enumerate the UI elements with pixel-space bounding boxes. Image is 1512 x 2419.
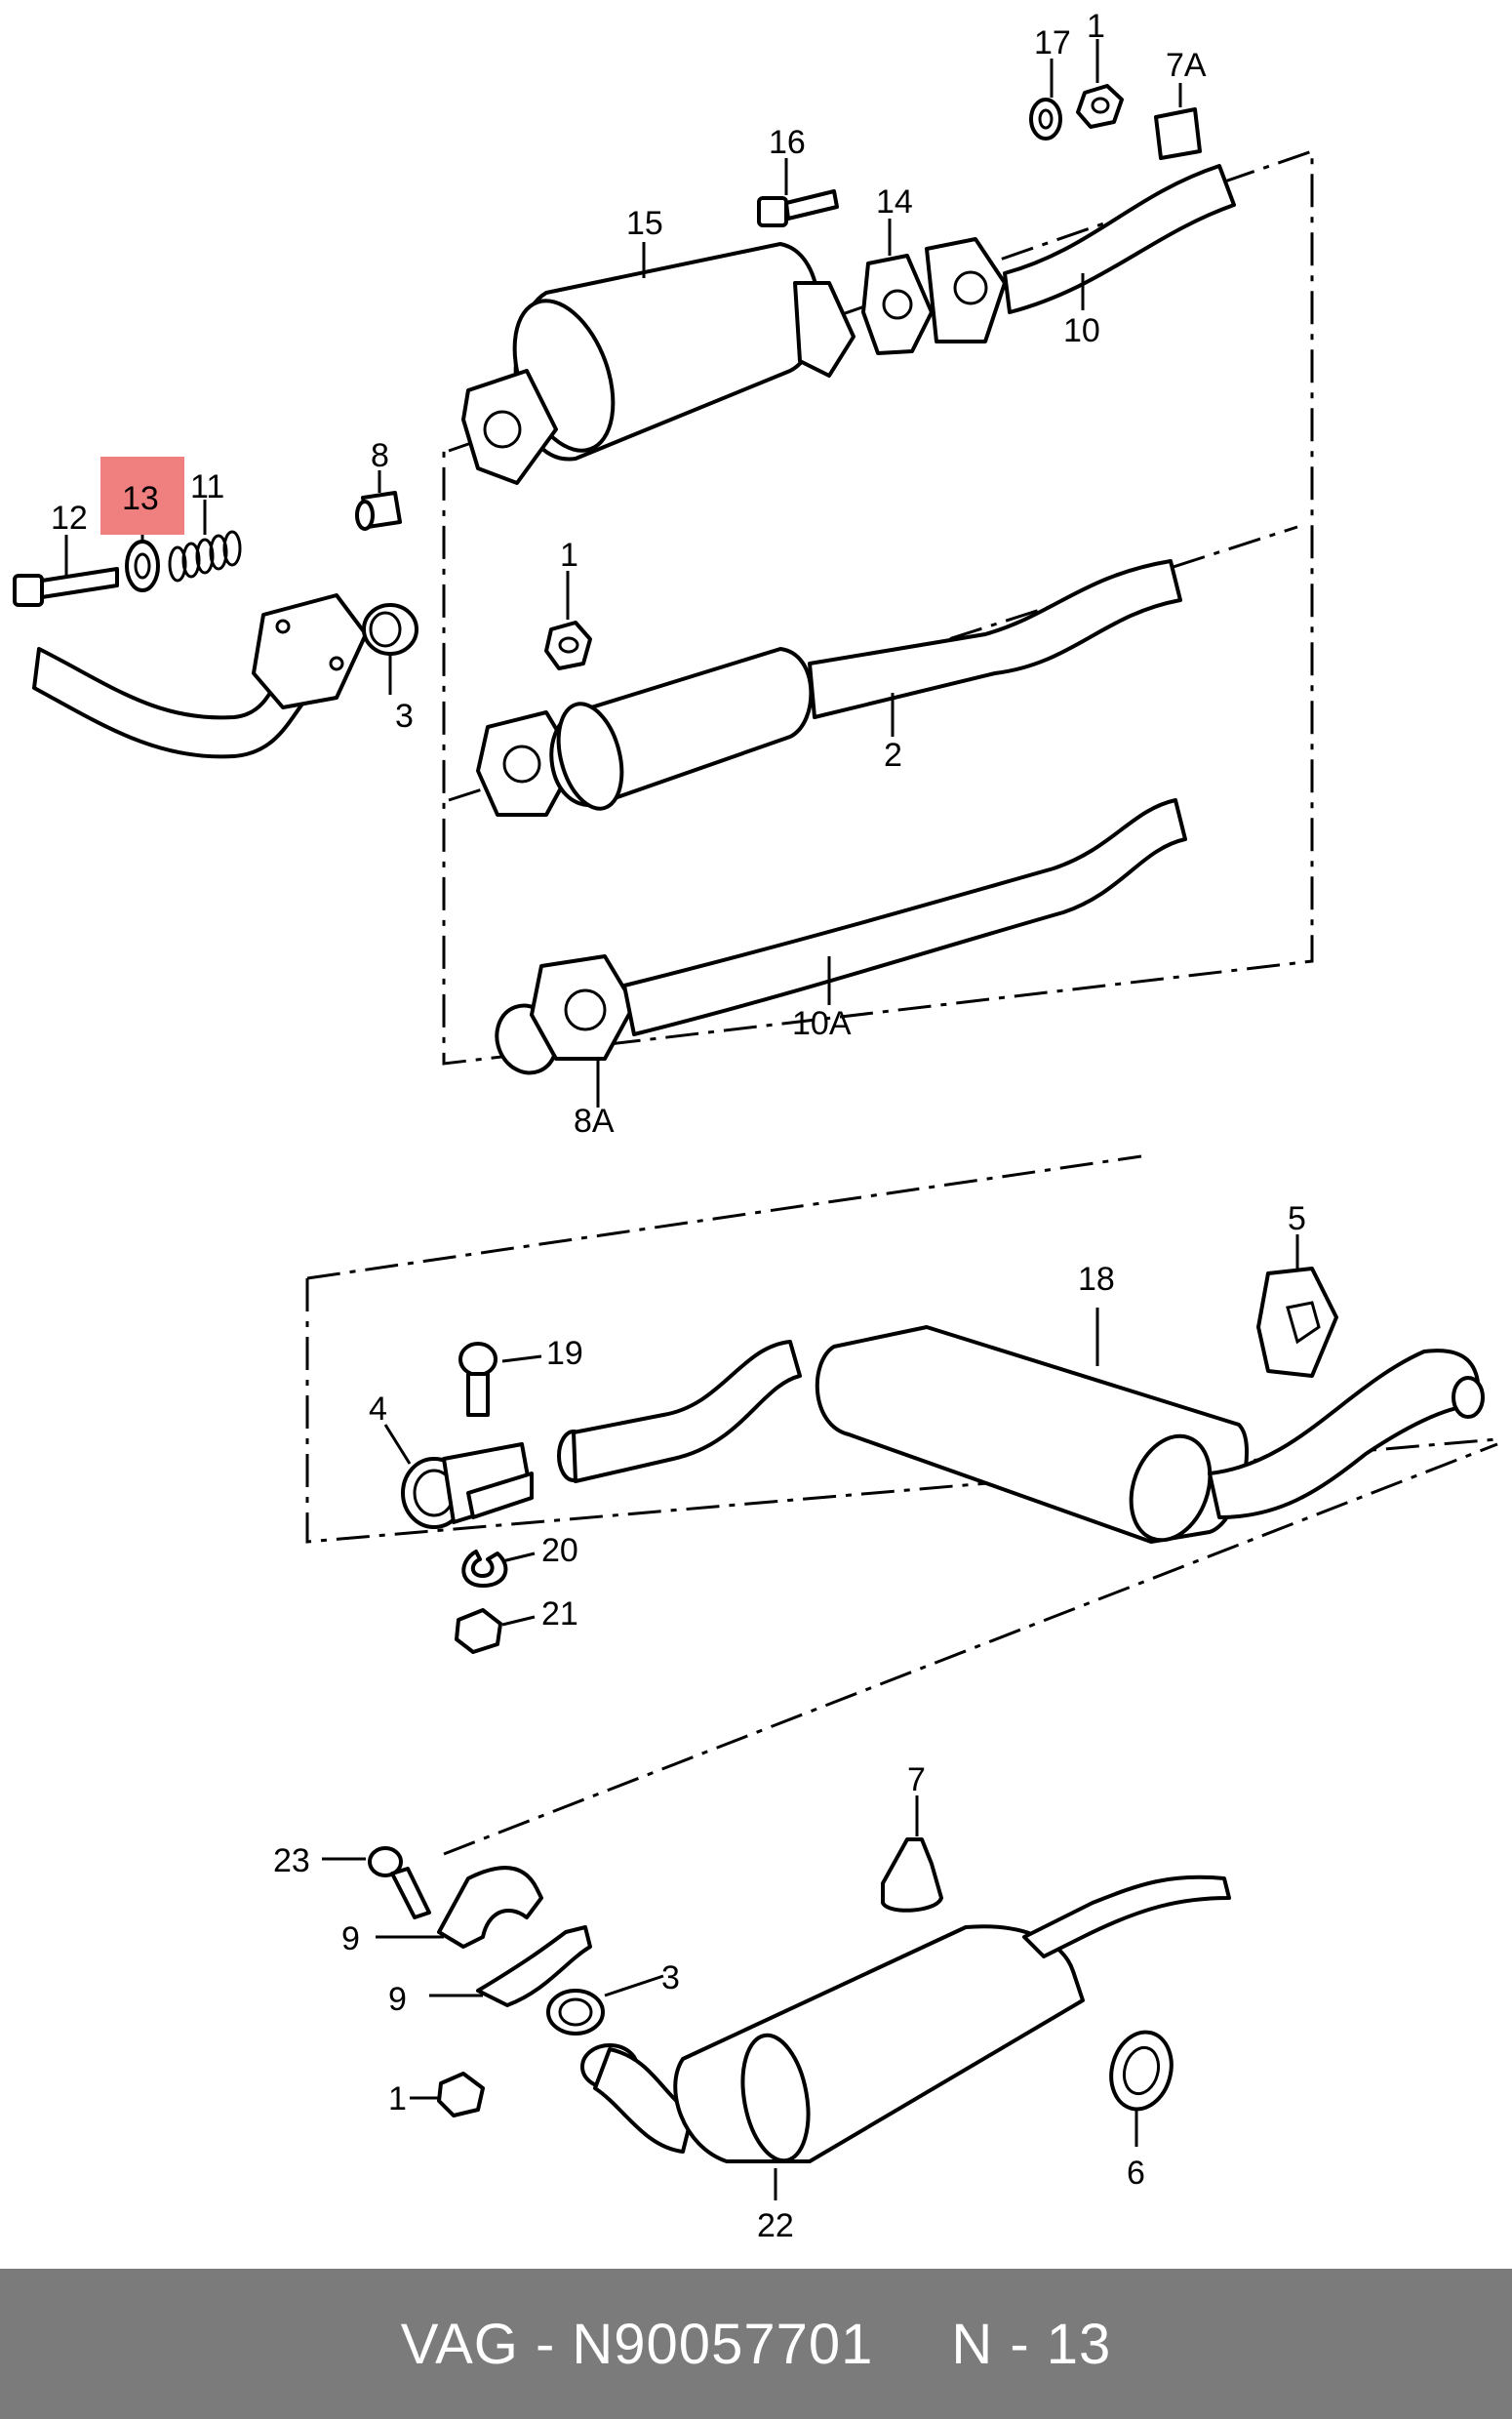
rubber-mount-7 — [881, 1837, 943, 1913]
bolt-23 — [368, 1846, 431, 1919]
label-6: 6 — [1127, 2155, 1145, 2192]
nut-1-top — [1076, 84, 1124, 129]
catalytic-converter-15 — [461, 242, 855, 485]
label-17: 17 — [1034, 24, 1071, 61]
highlight-box — [100, 457, 184, 535]
footer-bar: VAG - N90057701 N - 13 — [0, 2269, 1512, 2419]
rubber-hanger-5 — [1256, 1267, 1338, 1378]
footer-position: N - 13 — [951, 2312, 1112, 2376]
nut-1-bottom — [437, 2072, 485, 2117]
bolt-16 — [757, 189, 839, 227]
bushing-8 — [355, 491, 402, 531]
footer-part-number: VAG - N90057701 — [400, 2312, 874, 2376]
nut-21 — [455, 1608, 502, 1654]
label-11: 11 — [190, 468, 224, 505]
label-1-middle: 1 — [560, 537, 578, 574]
label-4: 4 — [369, 1391, 387, 1428]
pipe-10 — [925, 164, 1236, 343]
gasket-14 — [861, 254, 934, 355]
label-22: 22 — [757, 2207, 794, 2244]
clip-7a — [1154, 107, 1202, 160]
exhaust-system-diagram: 12 13 11 8 3 15 16 14 17 1 7A 10 1 2 10A… — [13, 8, 1498, 2244]
leader-lines — [64, 39, 1299, 2200]
clamp-half-9-lower — [476, 1925, 592, 2007]
center-muffler-18 — [557, 1325, 1485, 1544]
label-1-top: 1 — [1087, 8, 1105, 45]
clamp-4 — [401, 1442, 534, 1529]
label-14: 14 — [876, 183, 913, 221]
label-13: 13 — [122, 480, 159, 517]
label-18: 18 — [1078, 1261, 1115, 1298]
bolt-12 — [13, 567, 119, 607]
label-9-lower: 9 — [388, 1981, 407, 2018]
label-7: 7 — [907, 1761, 926, 1798]
front-muffler-2 — [476, 559, 1182, 817]
front-pipe — [32, 593, 368, 759]
washer-13 — [125, 540, 160, 592]
label-2: 2 — [884, 737, 902, 774]
bolt-19 — [458, 1342, 497, 1417]
part-labels: 12 13 11 8 3 15 16 14 17 1 7A 10 1 2 10A… — [51, 8, 1306, 2244]
pipe-10a — [495, 798, 1187, 1075]
label-10a: 10A — [792, 1005, 852, 1042]
label-3-top: 3 — [395, 698, 414, 735]
label-10: 10 — [1063, 312, 1100, 349]
clamp-half-9-upper — [437, 1866, 543, 1949]
label-15: 15 — [626, 205, 663, 242]
spring-11 — [168, 530, 242, 583]
label-5: 5 — [1288, 1200, 1306, 1237]
seal-ring-3-top — [362, 603, 418, 656]
label-9-upper: 9 — [341, 1920, 360, 1957]
label-8a: 8A — [574, 1103, 615, 1140]
label-20: 20 — [541, 1532, 578, 1569]
label-7a: 7A — [1166, 47, 1207, 84]
rear-muffler-22 — [580, 1875, 1231, 2163]
label-1-bottom: 1 — [388, 2080, 407, 2117]
label-3-bottom: 3 — [661, 1959, 680, 1996]
label-16: 16 — [769, 124, 806, 161]
washer-17 — [1029, 98, 1062, 141]
nut-1-middle — [544, 621, 592, 670]
washer-20 — [461, 1550, 508, 1588]
label-23: 23 — [273, 1842, 310, 1879]
label-8: 8 — [371, 437, 389, 474]
seal-ring-6 — [1109, 2030, 1174, 2112]
label-12: 12 — [51, 500, 88, 537]
label-21: 21 — [541, 1595, 578, 1633]
seal-ring-3-bottom — [546, 1989, 605, 2036]
label-19: 19 — [546, 1335, 583, 1372]
